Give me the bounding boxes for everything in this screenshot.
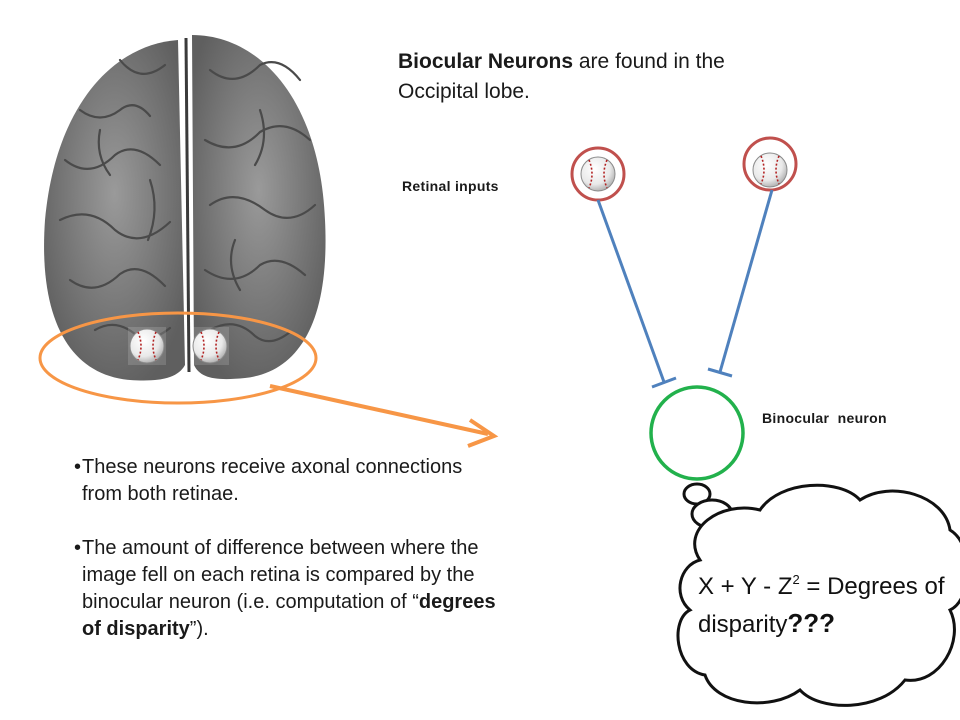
brain-illustration bbox=[44, 35, 326, 381]
axon-line-left bbox=[596, 199, 666, 383]
baseball-icon-right-occipital bbox=[192, 328, 228, 364]
intro-text: Biocular Neurons are found in the Occipi… bbox=[398, 47, 798, 107]
bullet-item: •These neurons receive axonal connection… bbox=[74, 456, 463, 505]
axon-terminal-left bbox=[651, 376, 677, 389]
bullet-text-2-after: ”). bbox=[189, 618, 209, 640]
axon-line-right bbox=[718, 189, 774, 373]
intro-bold-term: Biocular Neurons bbox=[398, 50, 574, 73]
formula-exponent: 2 bbox=[792, 572, 800, 587]
binocular-neuron-circle bbox=[649, 385, 745, 481]
formula-questions: ??? bbox=[787, 608, 836, 638]
binocular-neuron-label: Binocular neuron bbox=[762, 410, 887, 426]
retinal-inputs-label: Retinal inputs bbox=[402, 178, 499, 194]
formula-text: X + Y - Z2 = Degrees of disparity??? bbox=[698, 562, 958, 643]
pointer-arrowhead bbox=[467, 418, 499, 448]
bullet-text-2-before: The amount of difference between where t… bbox=[82, 537, 479, 613]
baseball-icon-retinal-right bbox=[752, 152, 788, 188]
bullet-list: •These neurons receive axonal connection… bbox=[74, 454, 500, 643]
formula-part2: = Degrees of disparity bbox=[698, 573, 945, 638]
occipital-highlight-ellipse bbox=[38, 311, 318, 405]
thought-cloud bbox=[676, 482, 960, 707]
baseball-icon-retinal-left bbox=[580, 156, 616, 192]
pointer-arrow-line bbox=[269, 384, 489, 436]
bullet-text-1: These neurons receive axonal connections… bbox=[82, 456, 463, 505]
formula-part1: X + Y - Z bbox=[698, 573, 793, 600]
baseball-icon-left-occipital bbox=[129, 328, 165, 364]
bullet-text-2-bold: degrees of disparity bbox=[82, 591, 496, 640]
intro-rest: are found in the Occipital lobe. bbox=[398, 50, 725, 103]
bullet-item: •The amount of difference between where … bbox=[74, 537, 496, 640]
axon-terminal-right bbox=[707, 367, 733, 378]
